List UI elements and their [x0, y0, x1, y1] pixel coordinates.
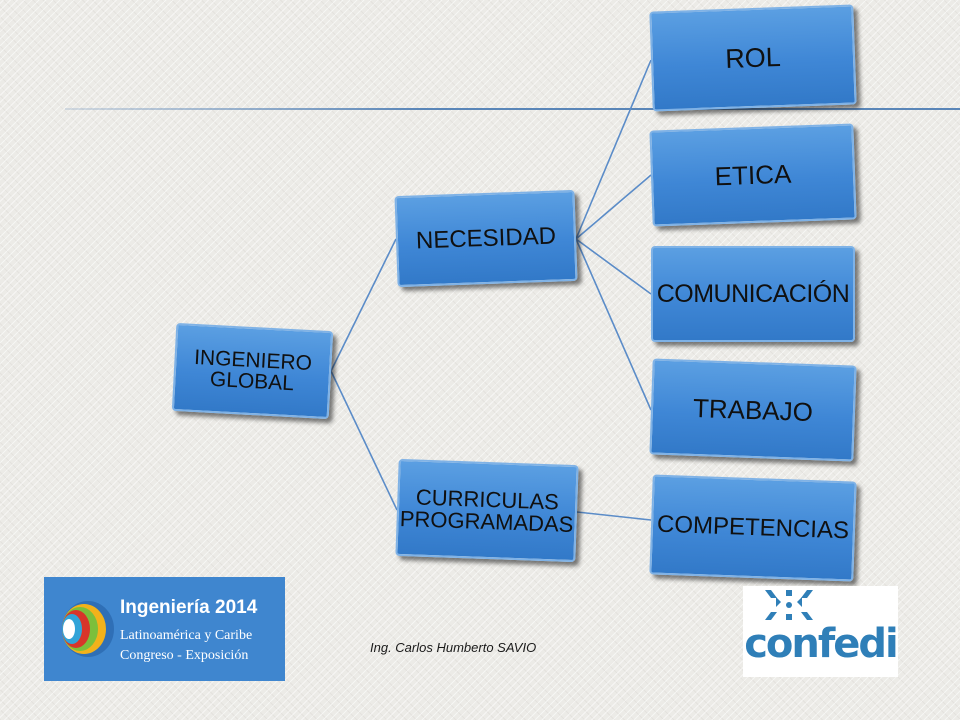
- node-label: NECESIDAD: [415, 222, 557, 254]
- node-ingeniero-global: INGENIERO GLOBAL: [171, 322, 334, 420]
- connector-necesidad-comunicacion: [575, 238, 652, 295]
- logo-title: Ingeniería 2014: [120, 597, 258, 618]
- node-label: COMPETENCIAS: [656, 510, 850, 545]
- node-label: COMUNICACIÓN: [656, 279, 850, 308]
- connector-curriculas-competencias: [576, 511, 652, 521]
- concentric-rings-icon: [62, 601, 114, 657]
- node-trabajo: TRABAJO: [649, 358, 857, 462]
- node-comunicacion: COMUNICACIÓN: [651, 246, 855, 342]
- connector-ingeniero-curriculas: [330, 370, 398, 511]
- header-divider-line: [65, 108, 960, 110]
- logo-subtitle-line2: Congreso - Exposición: [120, 648, 249, 663]
- node-label: TRABAJO: [692, 392, 814, 428]
- confedi-wordmark: confedi: [744, 621, 899, 667]
- node-rol: ROL: [649, 4, 857, 112]
- confedi-logo: confedi: [743, 586, 899, 677]
- connector-necesidad-trabajo: [575, 238, 652, 411]
- confedi-emblem-icon: [765, 590, 813, 620]
- author-credit: Ing. Carlos Humberto SAVIO: [370, 640, 537, 655]
- node-curriculas-programadas: CURRICULAS PROGRAMADAS: [395, 458, 579, 563]
- node-label: CURRICULAS PROGRAMADAS: [399, 484, 574, 537]
- node-necesidad: NECESIDAD: [394, 189, 578, 288]
- node-etica: ETICA: [649, 123, 857, 227]
- connector-ingeniero-necesidad: [330, 238, 397, 372]
- logo-subtitle-line1: Latinoamérica y Caribe: [120, 628, 253, 643]
- node-competencias: COMPETENCIAS: [649, 474, 857, 582]
- connector-necesidad-rol: [575, 59, 652, 240]
- node-label: ROL: [724, 41, 782, 74]
- ingenieria-2014-logo: Ingeniería 2014 Latinoamérica y Caribe C…: [44, 577, 285, 681]
- node-label: INGENIERO GLOBAL: [193, 345, 313, 396]
- node-label: ETICA: [714, 158, 792, 192]
- connector-necesidad-etica: [575, 174, 652, 240]
